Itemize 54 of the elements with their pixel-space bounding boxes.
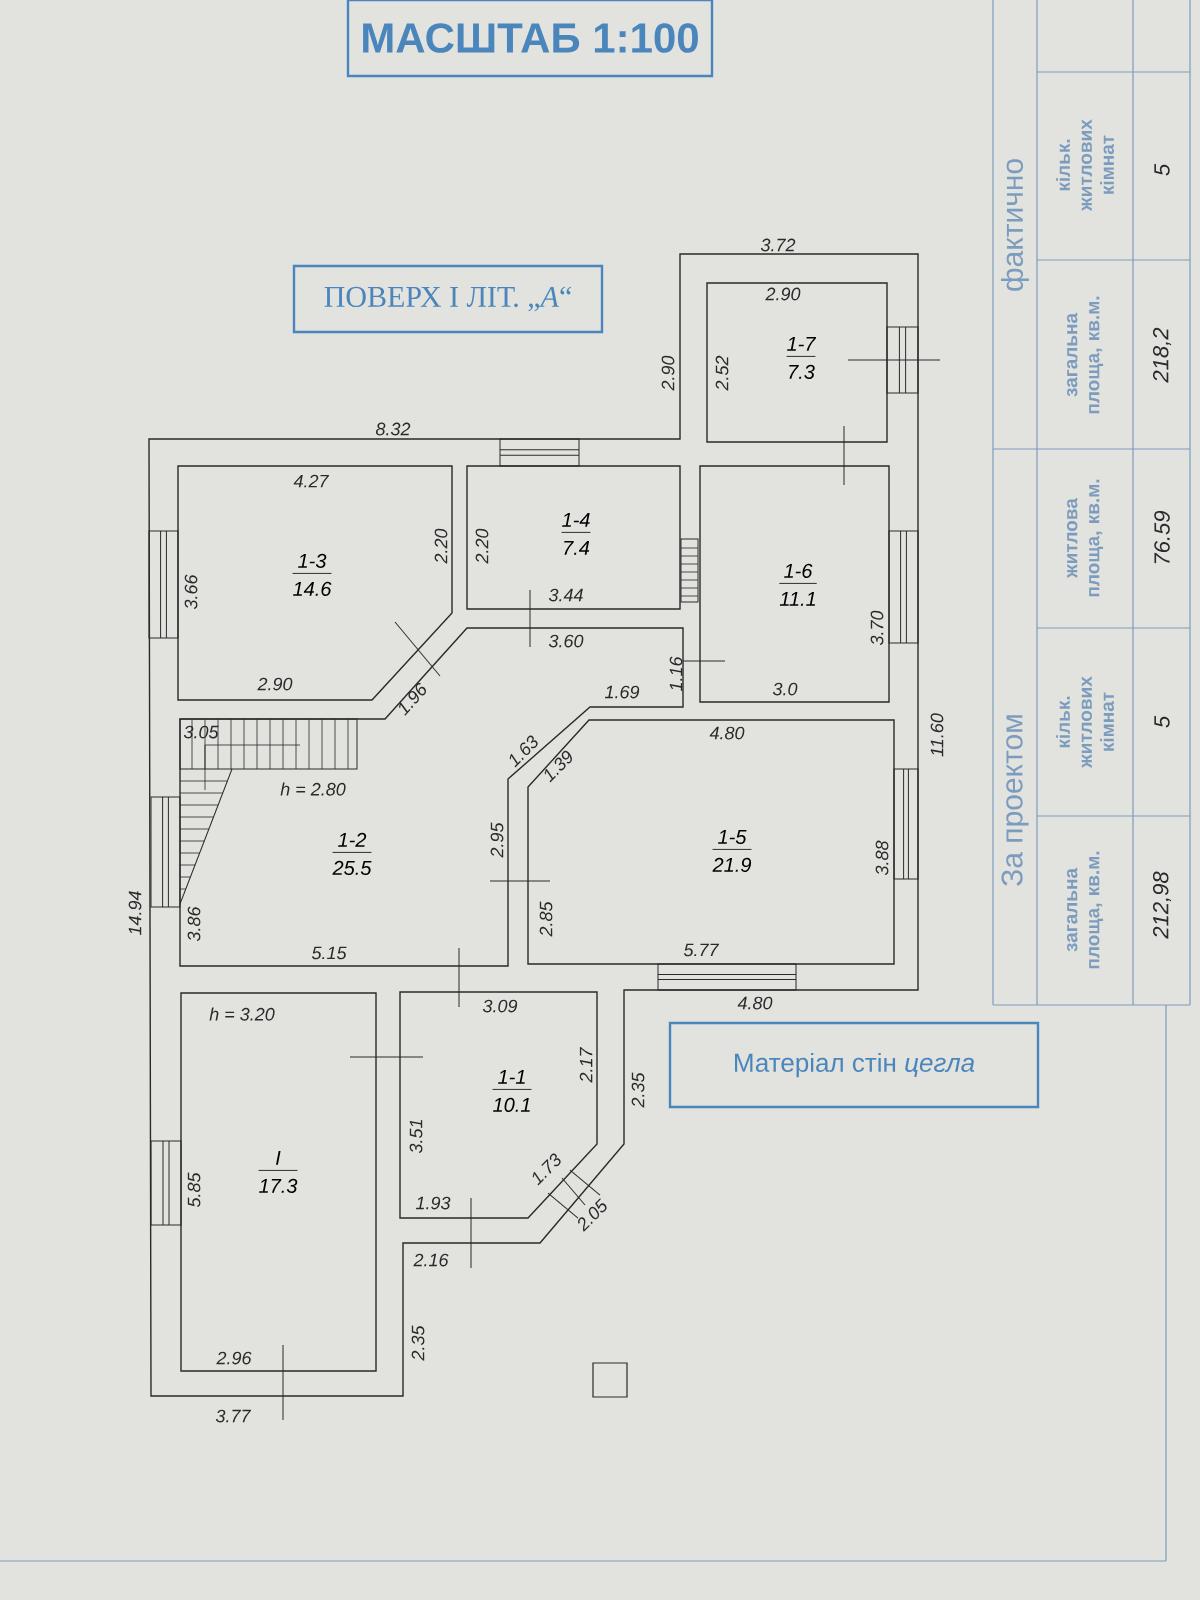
table-cell: загальна площа, кв.м. [1067,296,1104,414]
dimension-label: 5.15 [311,946,347,960]
dimension-label: 3.0 [772,682,798,696]
dimension-label: 2.16 [413,1253,449,1267]
table-cell: 76.59 [1154,510,1170,564]
table-cell: кільк. житлових кімнат [1056,119,1114,211]
stamp-box: МАСШТАБ 1:100 [346,0,714,78]
dimension-label: 2.90 [765,287,801,301]
dimension-label: 4.27 [293,474,330,488]
dimension-label: 2.35 [411,1325,425,1361]
dimension-label: 2.95 [490,822,504,858]
dimension-label: 2.52 [715,355,729,391]
dimension-label: 4.80 [737,996,773,1010]
dimension-label: 2.35 [631,1072,645,1108]
table-cell: 218,2 [1152,327,1172,383]
dimension-label: 11.60 [930,713,944,757]
dimension-label: 4.80 [709,726,745,740]
table-cell: фактично [1001,159,1029,291]
dimension-label: 3.44 [548,588,583,602]
dimension-label: 2.85 [539,901,553,937]
dimension-label: 8.32 [375,422,411,436]
dimension-label: 3.70 [870,610,884,646]
table-cell: 5 [1154,163,1170,176]
dimension-label: 1.16 [669,656,683,692]
table-cell: загальна площа, кв.м. [1067,851,1104,969]
dimension-label: 2.96 [216,1351,252,1365]
stamp-box: ПОВЕРХ I ЛІТ. „А“ [292,264,604,334]
dimension-label: 2.20 [434,528,448,564]
dimension-label: 5.85 [187,1172,201,1208]
dimension-label: h = 2.80 [280,782,346,796]
dimension-label: 3.60 [548,634,584,648]
dimension-label: h = 3.20 [209,1007,275,1021]
dimension-label: 3.66 [184,574,198,610]
stamp-box: Матеріал стін цегла [668,1021,1040,1109]
table-cell: 212,98 [1152,871,1172,939]
dimension-label: 3.86 [187,906,201,942]
dimension-label: 3.05 [183,725,219,739]
dimension-label: 2.17 [579,1046,593,1083]
dimension-label: 3.72 [760,238,796,252]
dimension-label: 14.94 [128,891,142,936]
dimension-label: 3.88 [875,840,889,876]
dimension-label: 2.90 [257,677,293,691]
dimension-label: 3.77 [215,1409,252,1423]
dimension-label: 2.90 [661,355,675,391]
dimension-label: 2.20 [475,528,489,564]
table-cell: 5 [1154,715,1170,728]
dimension-label: 1.69 [604,685,640,699]
dimension-label: 3.51 [409,1120,423,1154]
dimension-label: 5.77 [683,943,720,957]
table-cell: За проектом [1001,715,1029,886]
table-cell: житлова площа, кв.м. [1067,479,1104,597]
dimension-label: 1.93 [415,1196,451,1210]
table-cell: кільк. житлових кімнат [1056,676,1114,768]
dimension-label: 3.09 [482,999,518,1013]
